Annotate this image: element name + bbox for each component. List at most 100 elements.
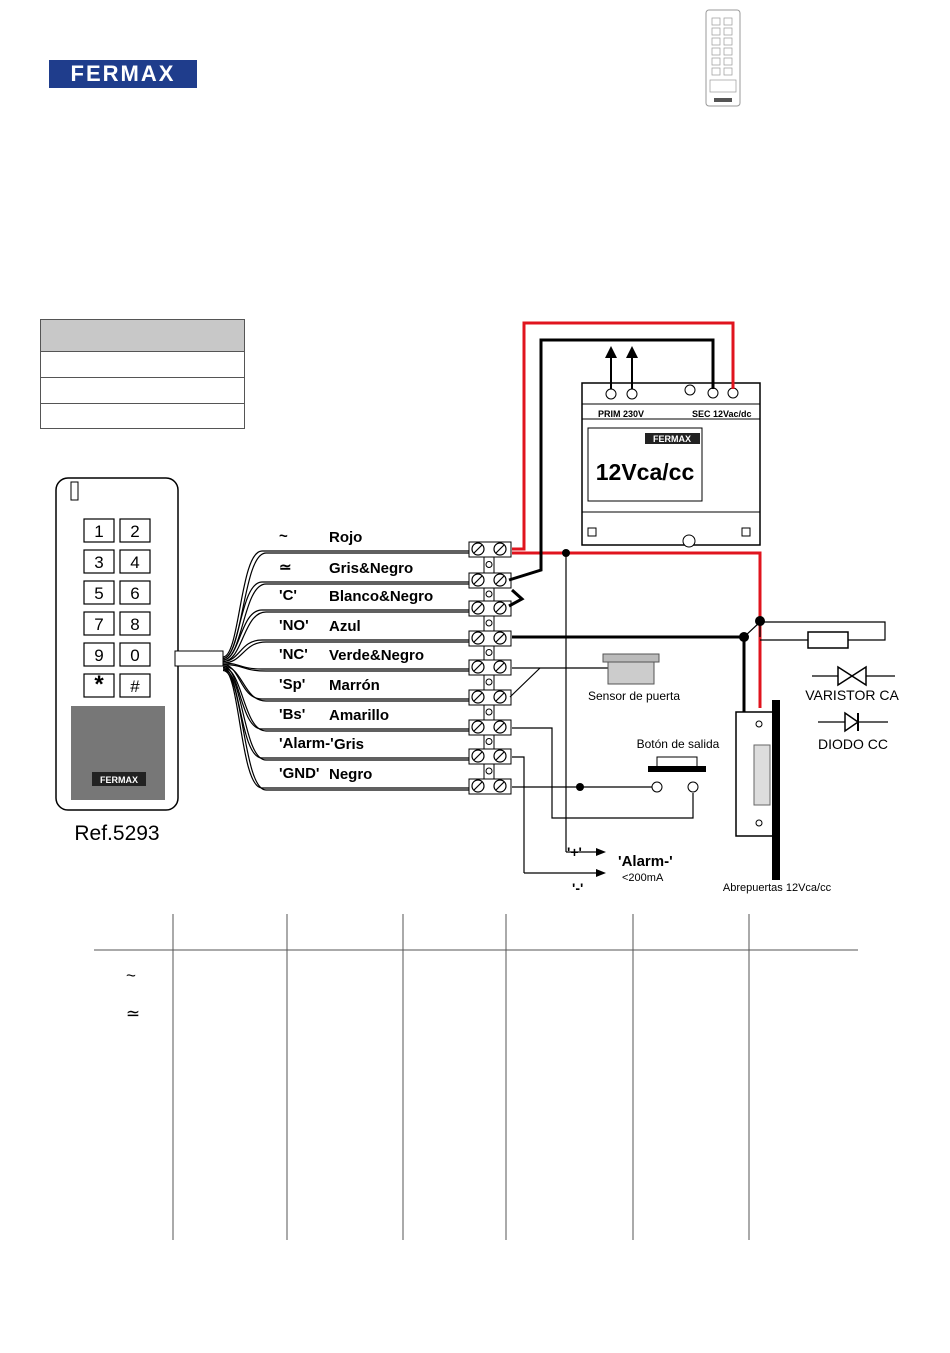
fermax-logo: FERMAX: [49, 60, 197, 88]
terminal-screw-slot: [473, 692, 483, 702]
wire-color-label: Amarillo: [329, 707, 389, 724]
terminal-link-hole: [485, 619, 493, 627]
keypad-key: [119, 611, 151, 636]
terminal-screw-slot: [473, 603, 483, 613]
terminal-screw-slot: [473, 722, 483, 732]
terminal-screw-slot: [495, 633, 505, 643]
wire-terminal-label: 'GND': [279, 765, 319, 782]
cable-wire: [222, 666, 470, 732]
terminal-screw-slot: [495, 692, 505, 702]
wire-terminal-label: 'NC': [279, 646, 308, 663]
alarm-outputs: '+' '-' 'Alarm-' <200mA: [524, 844, 673, 896]
alarm-plus: '+': [567, 844, 582, 860]
power-supply: FERMAX 12Vca/cc PRIM 230V SEC 12Vac/dc: [581, 346, 761, 548]
alarm-minus: '-': [572, 880, 583, 896]
keypad-key-label: 6: [130, 584, 139, 603]
cable-wire: [222, 663, 470, 700]
keypad-key-label: 9: [94, 646, 103, 665]
terminal-screw-slot: [473, 781, 483, 791]
keypad-badge: FERMAX: [100, 775, 138, 785]
diode-label: DIODO CC: [818, 736, 888, 752]
keypad-key: [119, 580, 151, 605]
wire-color-label: Verde&Negro: [329, 647, 424, 664]
terminal-link-hole: [485, 767, 493, 775]
keypad-key: [119, 673, 151, 698]
wire-color-label: Negro: [329, 766, 372, 783]
terminal-screw-slot: [473, 633, 483, 643]
keypad-key-label: 5: [94, 584, 103, 603]
cable-wires: [222, 550, 470, 791]
door-sensor: Sensor de puerta: [588, 653, 680, 703]
keypad-key-label: 4: [130, 553, 139, 572]
terminal-screw-slot: [495, 751, 505, 761]
wire-terminal-label: 'Sp': [279, 676, 305, 693]
keypad-key: [119, 549, 151, 574]
terminal-screw-slot: [495, 544, 505, 554]
terminal-screw-slot: [495, 575, 505, 585]
keypad-key: [83, 580, 115, 605]
terminal-block: [468, 541, 512, 795]
cable-wire: [222, 611, 470, 663]
terminal-link-hole: [485, 561, 493, 568]
legend-table: [40, 319, 245, 429]
cable-wire: [222, 662, 470, 670]
wire-color-label: Gris: [334, 736, 364, 753]
terminal-link-hole: [485, 678, 493, 686]
table-symbol-ac: ~: [126, 966, 136, 985]
cable-wire: [222, 641, 470, 664]
cable-wire: [222, 581, 470, 660]
wire-terminal-label: 'C': [279, 587, 297, 604]
wire-color-label: Azul: [329, 618, 361, 635]
exit-button: Botón de salida: [637, 737, 720, 793]
keypad-key-label: 7: [94, 615, 103, 634]
wire-terminal-label: 'NO': [279, 617, 309, 634]
terminal-screw-slot: [495, 722, 505, 732]
legend-row: [41, 378, 244, 404]
terminal-screw-slot: [495, 781, 505, 791]
cable-wire: [222, 639, 470, 663]
alarm-limit: <200mA: [622, 872, 664, 884]
terminal-screw-slot: [495, 662, 505, 672]
wire-color-label: Blanco&Negro: [329, 588, 433, 605]
wire-terminal-label: ~: [279, 528, 288, 545]
lock-label: Abrepuertas 12Vca/cc: [723, 882, 832, 894]
terminal-screw-slot: [473, 544, 483, 554]
keypad-key: [119, 642, 151, 667]
keypad-key-label: 0: [130, 646, 139, 665]
cable-wire: [222, 665, 470, 702]
wire-terminal-label: 'Bs': [279, 706, 305, 723]
cable-wire: [222, 669, 470, 791]
terminal-screw-slot: [473, 751, 483, 761]
wire-color-label: Rojo: [329, 529, 362, 546]
terminal-screw-slot: [495, 603, 505, 613]
keypad-thumbnail: [705, 9, 741, 107]
terminal-link-hole: [485, 738, 493, 745]
keypad-key-label: *: [94, 671, 104, 698]
terminal-link-hole: [485, 649, 493, 656]
terminal-link-hole: [485, 708, 493, 716]
psu-sec-label: SEC 12Vac/dc: [692, 409, 752, 419]
keypad-key: [119, 518, 151, 543]
sensor-label: Sensor de puerta: [588, 689, 680, 703]
cable-wire: [222, 668, 470, 761]
psu-voltage: 12Vca/cc: [596, 459, 695, 485]
keypad-key: [83, 518, 115, 543]
electric-lock: Abrepuertas 12Vca/cc: [723, 700, 832, 894]
keypad-key-label: 2: [130, 522, 139, 541]
cable-wire: [222, 550, 470, 658]
wire-color-label: Gris&Negro: [329, 560, 413, 577]
signal-wiring: [509, 553, 886, 873]
keypad-key-label: 3: [94, 553, 103, 572]
bottom-table: [94, 914, 858, 1240]
protection-components: VARISTOR CA DIODO CC: [805, 631, 899, 752]
terminal-link-hole: [485, 590, 493, 598]
cable-wire: [222, 663, 470, 672]
wire-terminal-label: ≃: [279, 559, 292, 576]
power-wiring: [508, 321, 762, 712]
table-symbol-acdc: ≃: [126, 1004, 140, 1023]
button-label: Botón de salida: [637, 737, 720, 751]
keypad-key: [83, 611, 115, 636]
keypad-key: [83, 673, 115, 698]
